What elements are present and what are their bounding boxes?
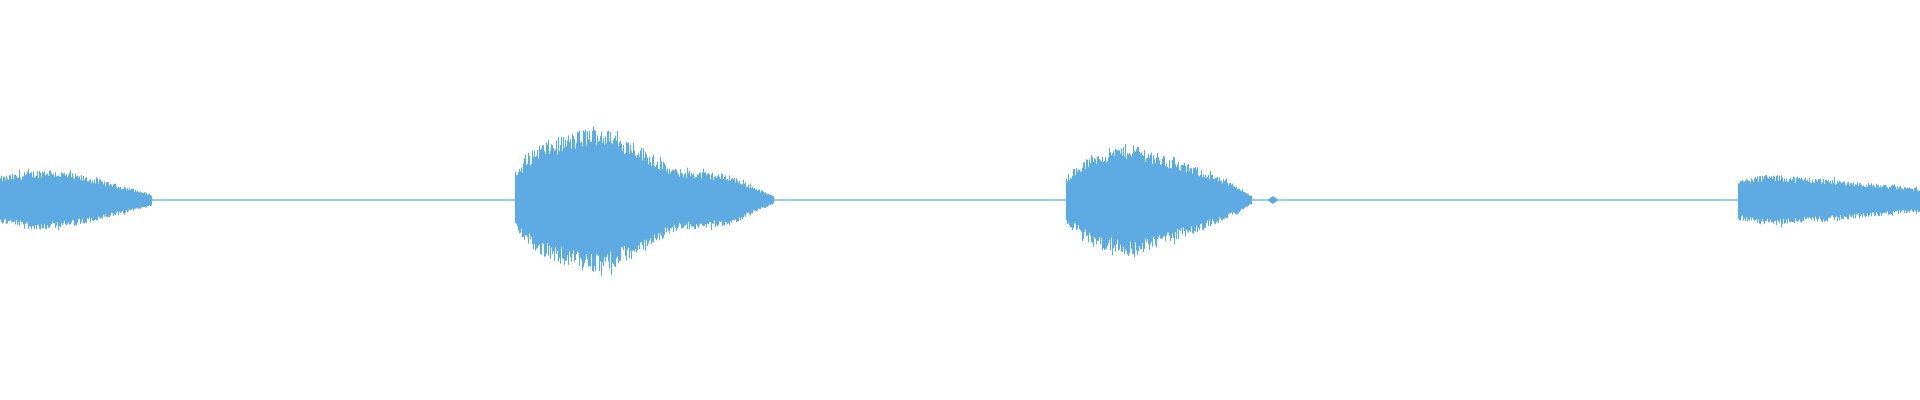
- waveform-clip-1: [0, 168, 153, 230]
- waveform-clip-4: [1737, 174, 1920, 228]
- waveform-clips: [0, 126, 1920, 276]
- waveform-clip-3: [1065, 144, 1253, 258]
- waveform-blip-1: [1267, 196, 1279, 204]
- waveform-clip-2: [514, 126, 775, 276]
- waveform-baseline: [0, 199, 1920, 201]
